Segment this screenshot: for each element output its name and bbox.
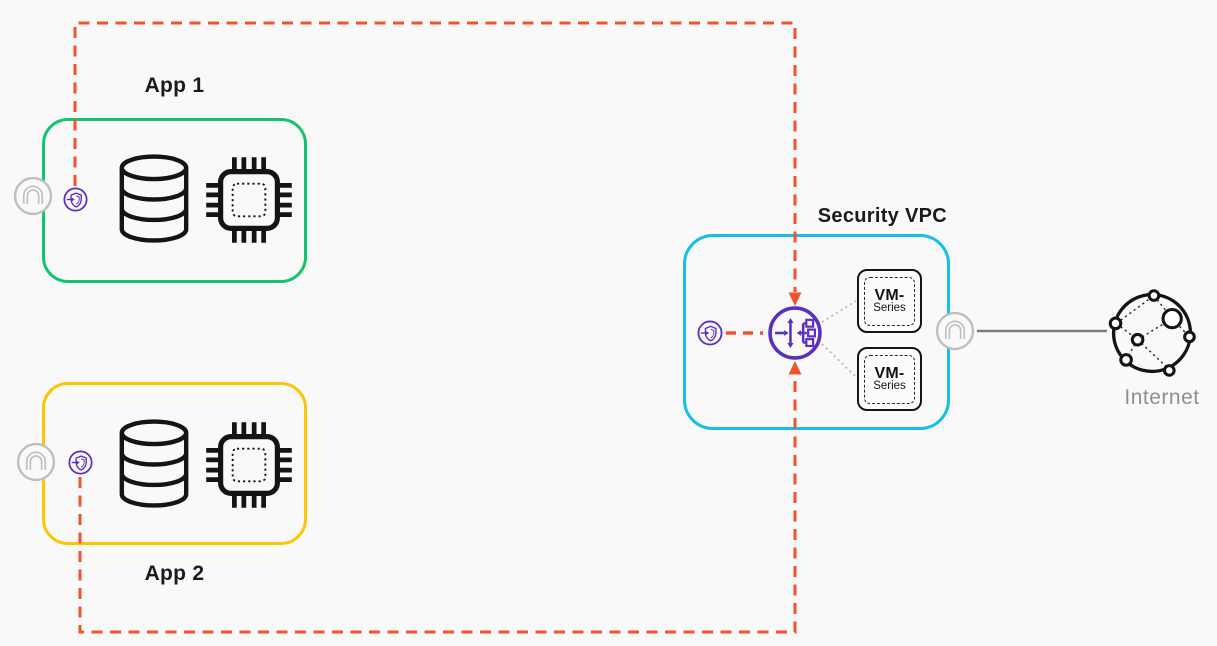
vm-series-sublabel: Series xyxy=(873,301,906,314)
internet-label: Internet xyxy=(1124,386,1200,409)
traffic-flow-app1-to-gwlb xyxy=(73,21,802,306)
vm-series-firewall-2: VM- Series xyxy=(857,347,922,411)
gateway-load-balancer-icon xyxy=(768,306,822,360)
vm-series-firewall-inner: VM- Series xyxy=(864,354,915,404)
arrowhead-down-icon xyxy=(788,292,802,306)
network-interface-icon xyxy=(935,311,975,351)
vm-series-label: VM- xyxy=(874,364,905,382)
arrowhead-up-icon xyxy=(788,361,802,375)
gwlb-to-vm2-link xyxy=(821,343,857,378)
vm-series-firewall-1: VM- Series xyxy=(857,269,922,333)
gwlb-to-vm1-link xyxy=(821,300,857,323)
app2-label: App 2 xyxy=(144,562,205,585)
traffic-flow-app2-to-gwlb xyxy=(78,361,802,634)
internet-globe-icon xyxy=(1108,289,1196,377)
security-vpc-label: Security VPC xyxy=(817,205,947,227)
database-icon xyxy=(119,154,189,243)
vm-series-sublabel: Series xyxy=(873,379,906,392)
app1-label: App 1 xyxy=(144,74,205,97)
gwlb-endpoint-icon xyxy=(697,320,723,346)
gwlb-endpoint-icon xyxy=(68,450,93,475)
database-icon xyxy=(119,419,189,508)
network-interface-icon xyxy=(13,176,53,216)
vm-series-label: VM- xyxy=(874,286,905,304)
network-interface-icon xyxy=(16,442,56,482)
vm-series-firewall-inner: VM- Series xyxy=(864,276,915,326)
cpu-chip-icon xyxy=(206,157,292,243)
cpu-chip-icon xyxy=(206,422,292,508)
gwlb-endpoint-icon xyxy=(63,187,88,212)
